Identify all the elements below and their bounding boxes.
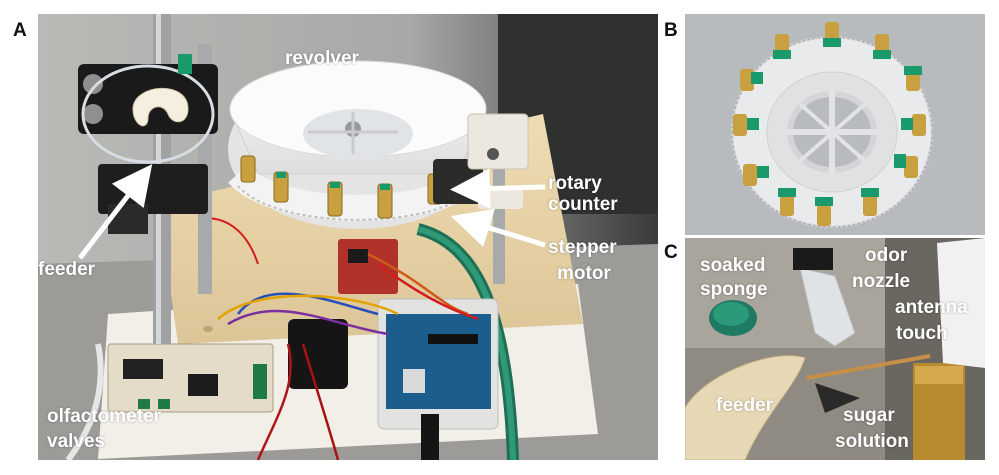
feeder-closeup-illustration (685, 238, 985, 460)
odor-nozzle-label-line1: odor (865, 245, 908, 266)
rotary-counter-label-line1: rotary (548, 173, 602, 194)
odor-nozzle-label-line2: nozzle (852, 271, 911, 292)
panel-letter-c: C (664, 242, 678, 263)
sugar-solution-label-line2: solution (835, 431, 909, 452)
rotary-counter-label-line2: counter (548, 194, 618, 215)
stepper-motor-label-line1: stepper (548, 237, 617, 258)
olfactometer-valves-label-line1: olfactometer (47, 406, 162, 427)
olfactometer-valves-label-line2: valves (47, 431, 106, 452)
feeder-label-a: feeder (38, 259, 96, 280)
soaked-sponge-label-line2: sponge (700, 279, 768, 300)
revolver-wheel-illustration (685, 14, 985, 235)
feeder-label-c: feeder (716, 395, 774, 416)
panel-letter-b: B (664, 20, 678, 41)
antenna-touch-label-line2: touch (896, 323, 948, 344)
panel-a-photo (38, 14, 658, 460)
antenna-touch-label-line1: antenna (895, 297, 968, 318)
revolver-label: revolver (285, 48, 359, 69)
stepper-motor-label-line2: motor (557, 263, 611, 284)
panel-b-photo (685, 14, 985, 235)
soaked-sponge-label-line1: soaked (700, 255, 766, 276)
panel-c-photo (685, 238, 985, 460)
panel-letter-a: A (13, 20, 27, 41)
sugar-solution-label-line1: sugar (843, 405, 895, 426)
setup-photo-illustration (38, 14, 658, 460)
